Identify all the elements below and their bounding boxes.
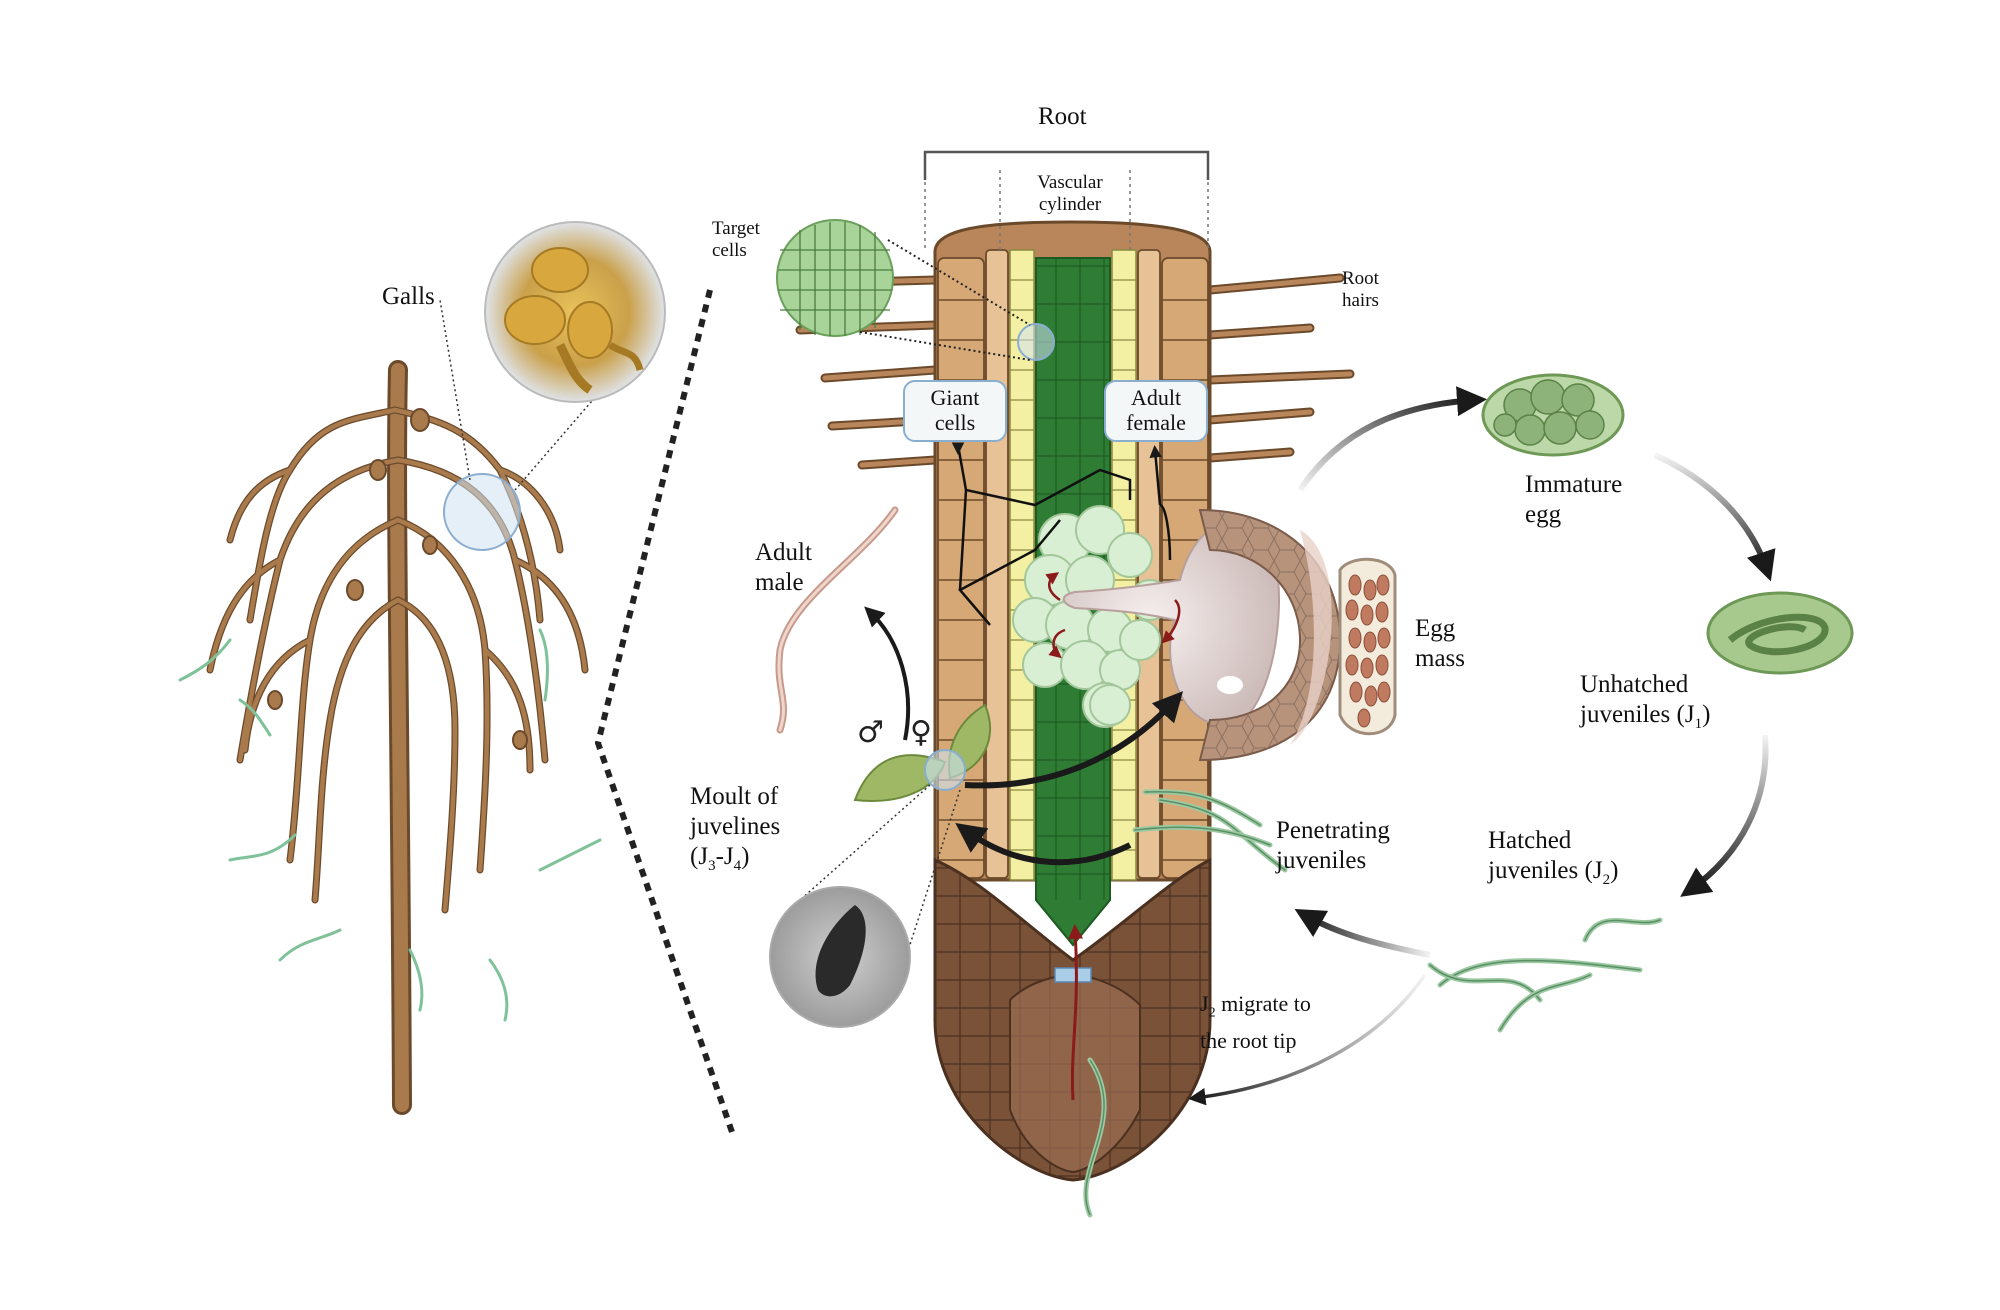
label-hatched-juveniles: Hatched juveniles (J2): [1488, 827, 1619, 888]
label-immature-egg: Immature egg: [1525, 471, 1623, 528]
immature-egg: [1481, 373, 1625, 457]
life-cycle-ring: [1188, 373, 1854, 1106]
label-penetrating-juveniles: Penetrating juveniles: [1276, 817, 1390, 874]
label-giant-cells: Giant cells: [903, 380, 1007, 442]
zoom-bracket: [594, 289, 736, 1136]
gall-highlight-circle: [443, 473, 521, 551]
label-j2-migrate: J2 migrate to the root tip: [1200, 991, 1311, 1054]
label-galls: Galls: [382, 283, 435, 310]
label-root-hairs: Root hairs: [1342, 268, 1379, 311]
egg-mass: [1338, 557, 1397, 736]
label-root: Root: [1038, 103, 1087, 130]
female-symbol: ♀: [910, 715, 932, 750]
moulting-juveniles: [769, 506, 1184, 1028]
label-moult-of-juvelines: Moult of juvelines (J3-J4): [690, 783, 781, 874]
giant-cells-cluster: [1012, 505, 1171, 728]
unhatched-egg: [1706, 591, 1854, 675]
label-unhatched-juveniles: Unhatched juveniles (J1): [1580, 671, 1711, 732]
target-cells-inset: [776, 219, 894, 337]
hatched-juveniles: [1427, 917, 1663, 1033]
male-symbol: ♂: [857, 715, 884, 750]
label-vascular-cylinder: Vascular cylinder: [1037, 172, 1103, 215]
label-adult-female: Adult female: [1104, 380, 1208, 442]
label-adult-male: Adult male: [755, 539, 812, 596]
label-egg-mass: Egg mass: [1415, 615, 1465, 672]
label-target-cells: Target cells: [712, 218, 760, 261]
adult-female-nematode: [1062, 518, 1280, 727]
root-section: [776, 150, 1397, 1218]
root-bracket: [923, 150, 1210, 180]
root-system-illustration: [178, 221, 666, 1115]
